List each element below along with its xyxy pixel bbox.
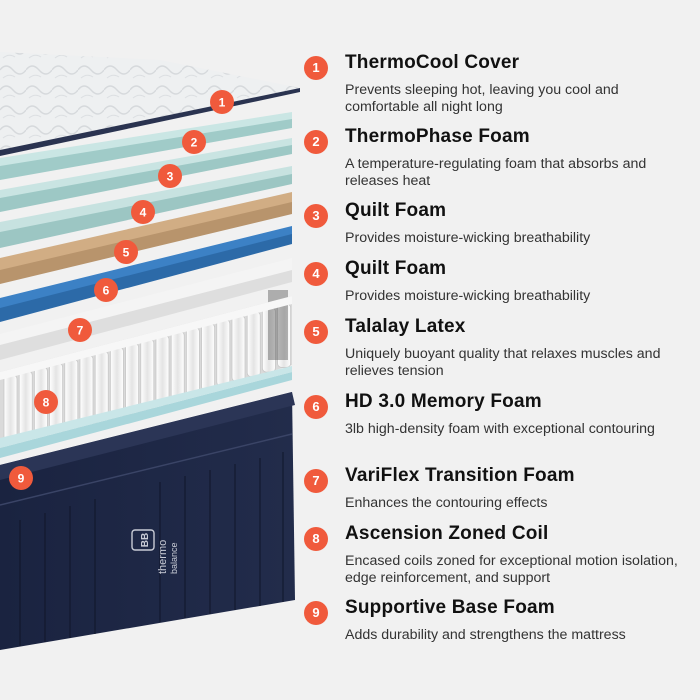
layer-description: Encased coils zoned for exceptional moti… [345, 553, 678, 586]
layer-number-badge: 6 [304, 395, 328, 419]
coil-pocket [231, 315, 246, 382]
callout-number: 2 [191, 136, 198, 150]
callout-number: 1 [219, 96, 226, 110]
callout-3: 3 [158, 164, 182, 188]
callout-2: 2 [182, 130, 206, 154]
layer-description: Prevents sleeping hot, leaving you cool … [345, 82, 619, 115]
brand-logo: BB thermo balance [131, 529, 179, 574]
callout-number: 8 [43, 396, 50, 410]
coil-pocket [201, 323, 216, 392]
coil-pocket [170, 331, 185, 401]
layer-description: A temperature-regulating foam that absor… [345, 156, 647, 189]
callout-9: 9 [9, 466, 33, 490]
layer-title: Quilt Foam [345, 200, 447, 221]
coil-pocket [246, 311, 261, 378]
transition-foam-layer [0, 366, 292, 458]
callout-1: 1 [210, 90, 234, 114]
memory-foam-layer [0, 226, 292, 322]
coil-pocket [216, 319, 231, 387]
layer-title: Quilt Foam [345, 258, 447, 279]
callout-badge [158, 164, 182, 188]
callout-8: 8 [34, 390, 58, 414]
zoned-coil-layer [0, 290, 292, 455]
callout-badge [68, 318, 92, 342]
brand-name-line1: thermo [157, 540, 169, 574]
latex-layer [0, 192, 292, 284]
callout-number: 6 [103, 284, 110, 298]
coil-pocket [155, 334, 170, 406]
callout-badge [94, 278, 118, 302]
callout-6: 6 [94, 278, 118, 302]
layer-description: Provides moisture-wicking breathability [345, 230, 591, 246]
layer-title: ThermoCool Cover [345, 52, 520, 73]
callout-badge [210, 90, 234, 114]
layer-title: ThermoPhase Foam [345, 126, 530, 147]
layer-description: Provides moisture-wicking breathability [345, 288, 591, 304]
callout-number: 9 [18, 472, 25, 486]
layer-title: Talalay Latex [345, 316, 466, 337]
thermophase-foam-layer [0, 112, 292, 180]
callout-badge [182, 130, 206, 154]
callout-4: 4 [131, 200, 155, 224]
quilt-foam-layer-1 [0, 138, 292, 212]
layer-number-badge: 1 [304, 56, 328, 80]
callout-7: 7 [68, 318, 92, 342]
layer-number-badge: 2 [304, 130, 328, 154]
brand-name-line2: balance [169, 542, 179, 574]
callout-5: 5 [114, 240, 138, 264]
layer-title: Ascension Zoned Coil [345, 523, 549, 544]
coil-pocket [140, 338, 155, 411]
callout-number: 3 [167, 170, 174, 184]
layer-title: HD 3.0 Memory Foam [345, 391, 542, 412]
layer-description: Uniquely buoyant quality that relaxes mu… [345, 346, 661, 379]
layer-title: Supportive Base Foam [345, 597, 555, 618]
callout-badge [34, 390, 58, 414]
callout-number: 7 [77, 324, 84, 338]
layer-number-badge: 7 [304, 469, 328, 493]
layer-title: VariFlex Transition Foam [345, 465, 575, 486]
coil-pocket [125, 342, 139, 415]
layer-number-badge: 8 [304, 527, 328, 551]
layer-description: Enhances the contouring effects [345, 495, 548, 511]
layer-number-badge: 4 [304, 262, 328, 286]
layer-description: 3lb high-density foam with exceptional c… [345, 421, 655, 437]
layer-number-badge: 3 [304, 204, 328, 228]
brand-monogram: BB [140, 533, 151, 547]
callout-number: 5 [123, 246, 130, 260]
layer-number-badge: 5 [304, 320, 328, 344]
coil-pocket [185, 327, 200, 396]
mattress-layers-illustration: BB thermo balance [0, 52, 300, 650]
layer-description: Adds durability and strengthens the matt… [345, 627, 626, 643]
callout-badge [114, 240, 138, 264]
callout-number: 4 [140, 206, 147, 220]
layer-number-badge: 9 [304, 601, 328, 625]
base-foam-layer [0, 392, 295, 650]
callout-badge [131, 200, 155, 224]
callout-badge [9, 466, 33, 490]
